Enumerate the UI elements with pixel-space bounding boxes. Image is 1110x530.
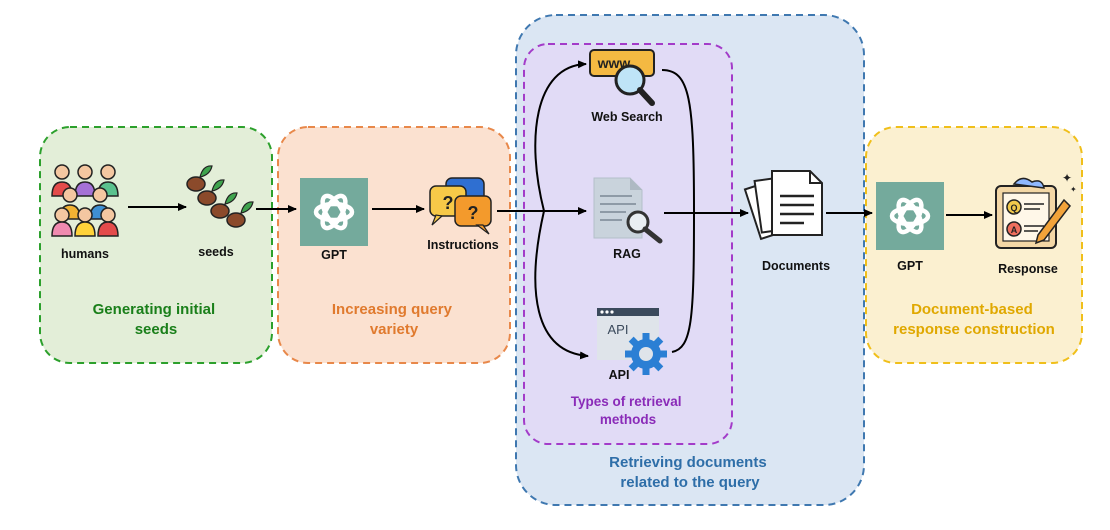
web-search-label: Web Search [591, 110, 662, 124]
gpt-label: GPT [321, 248, 347, 262]
web-search-icon: www [589, 49, 655, 106]
arrow-to-web-search [534, 60, 587, 212]
stage-box-methods [523, 43, 733, 445]
rag-label: RAG [613, 247, 641, 261]
stage-title-response: Document-based response construction [893, 301, 1055, 338]
svg-text:Q: Q [1010, 203, 1017, 213]
svg-text:?: ? [468, 203, 479, 223]
seeds-icon [186, 165, 254, 228]
rag-icon [593, 177, 663, 244]
documents-label: Documents [762, 259, 830, 273]
svg-text:?: ? [443, 193, 454, 213]
api-label: API [609, 368, 630, 382]
line-web-search-return [661, 69, 695, 213]
line-api-return [671, 211, 695, 353]
stage-title-retrieval: Retrieving documents related to the quer… [609, 454, 771, 491]
arrow-to-api [534, 210, 589, 360]
humans-icon [51, 164, 119, 237]
response-label: Response [998, 262, 1058, 276]
stage-title-variety: Increasing query variety [332, 301, 456, 338]
humans-label: humans [61, 247, 109, 261]
stage-title-seeds: Generating initial seeds [93, 301, 220, 338]
response-icon: Q A ✦ ✦ [995, 171, 1077, 249]
gpt-logo-icon [876, 182, 944, 250]
svg-text:A: A [1011, 225, 1018, 235]
instructions-label: Instructions [427, 238, 499, 252]
svg-text:API: API [608, 322, 629, 337]
instructions-icon: ? ? [429, 177, 492, 235]
seeds-label: seeds [198, 245, 233, 259]
gpt-logo-icon [300, 178, 368, 246]
flow-arrows [128, 60, 993, 360]
stage-title-methods: Types of retrieval methods [571, 394, 686, 427]
svg-text:✦: ✦ [1070, 185, 1077, 194]
api-icon: API [597, 308, 667, 375]
svg-text:✦: ✦ [1062, 171, 1072, 185]
documents-icon [743, 170, 823, 241]
gpt-label: GPT [897, 259, 923, 273]
